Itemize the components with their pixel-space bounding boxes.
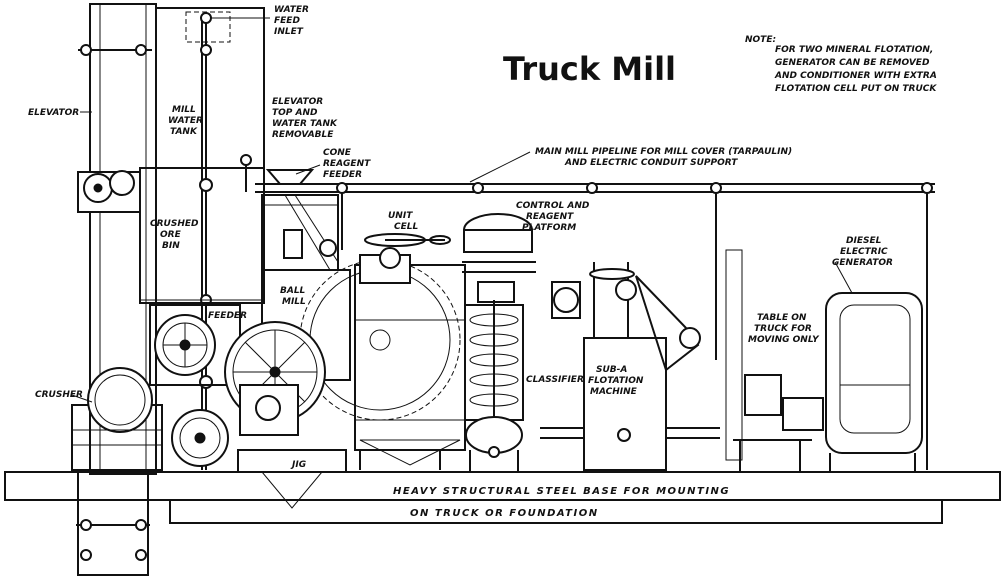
label-cone-reagent-feeder-1: CONE	[323, 148, 352, 158]
label-control-platform-2: REAGENT	[526, 212, 574, 222]
label-elevator-top-4: REMOVABLE	[272, 130, 334, 140]
label-crusher: CRUSHER	[35, 390, 83, 400]
label-ball-mill-2: MILL	[282, 297, 306, 307]
note-line-1: FOR TWO MINERAL FLOTATION,	[775, 45, 933, 55]
label-diesel-generator-2: ELECTRIC	[840, 247, 888, 257]
label-table-2: TRUCK FOR	[754, 324, 812, 334]
control-reagent-platform	[462, 213, 536, 303]
label-table-1: TABLE ON	[757, 313, 807, 323]
label-unit-cell-1: UNIT	[388, 211, 413, 221]
label-elevator: ELEVATOR	[28, 108, 79, 118]
elevator	[76, 3, 157, 576]
note-heading: NOTE:	[745, 35, 776, 45]
note-line-2: GENERATOR CAN BE REMOVED	[775, 58, 930, 68]
label-flotation-3: MACHINE	[590, 387, 638, 397]
label-mill-water-tank-3: TANK	[170, 127, 198, 137]
label-control-platform-3: PLATFORM	[522, 223, 576, 233]
drive-wheel	[224, 321, 326, 436]
label-base-line-1: HEAVY STRUCTURAL STEEL BASE FOR MOUNTING	[393, 486, 730, 497]
label-jig: JIG	[290, 460, 306, 470]
label-classifier: CLASSIFIER	[526, 375, 584, 385]
sub-a-flotation-machine	[540, 262, 720, 471]
cone-reagent-feeder	[265, 169, 315, 193]
label-elevator-top-2: TOP AND	[272, 108, 318, 118]
label-mill-water-tank-1: MILL	[172, 105, 196, 115]
label-main-pipeline-2: AND ELECTRIC CONDUIT SUPPORT	[564, 158, 738, 168]
note-line-4: FLOTATION CELL PUT ON TRUCK	[775, 84, 937, 94]
main-mill-pipeline	[240, 154, 935, 470]
label-diesel-generator-3: GENERATOR	[832, 258, 893, 268]
steel-base	[4, 471, 1001, 524]
label-crushed-ore-bin-3: BIN	[162, 241, 180, 251]
crushed-ore-bin	[139, 167, 265, 304]
label-flotation-1: SUB-A	[596, 365, 627, 375]
crusher	[71, 367, 229, 471]
label-elevator-top-3: WATER TANK	[272, 119, 338, 129]
label-main-pipeline-1: MAIN MILL PIPELINE FOR MILL COVER (TARPA…	[535, 147, 792, 157]
unit-cell	[354, 233, 466, 470]
label-control-platform-1: CONTROL AND	[516, 201, 590, 211]
note-block: NOTE: FOR TWO MINERAL FLOTATION, GENERAT…	[745, 35, 937, 94]
note-line-3: AND CONDITIONER WITH EXTRA	[774, 71, 937, 81]
label-table-3: MOVING ONLY	[748, 335, 820, 345]
label-cone-reagent-feeder-3: FEEDER	[323, 170, 362, 180]
label-cone-reagent-feeder-2: REAGENT	[323, 159, 371, 169]
label-feeder: FEEDER	[208, 311, 247, 321]
label-base-line-2: ON TRUCK OR FOUNDATION	[410, 508, 599, 519]
label-water-feed-inlet-3: INLET	[274, 27, 304, 37]
conditioner-frame	[261, 194, 339, 271]
label-diesel-generator-1: DIESEL	[846, 236, 882, 246]
label-ball-mill-1: BALL	[280, 286, 306, 296]
diesel-electric-generator	[825, 292, 923, 472]
label-flotation-2: FLOTATION	[588, 376, 644, 386]
label-crushed-ore-bin-2: ORE	[160, 230, 182, 240]
label-crushed-ore-bin-1: CRUSHED	[150, 219, 199, 229]
label-water-feed-inlet-2: FEED	[274, 16, 300, 26]
table-on-truck	[725, 249, 824, 472]
label-elevator-top-1: ELEVATOR	[272, 97, 323, 107]
diagram-title: Truck Mill	[503, 50, 676, 88]
label-mill-water-tank-2: WATER	[168, 116, 203, 126]
label-unit-cell-2: CELL	[394, 222, 418, 232]
label-water-feed-inlet-1: WATER	[274, 5, 309, 15]
classifier	[464, 300, 524, 472]
